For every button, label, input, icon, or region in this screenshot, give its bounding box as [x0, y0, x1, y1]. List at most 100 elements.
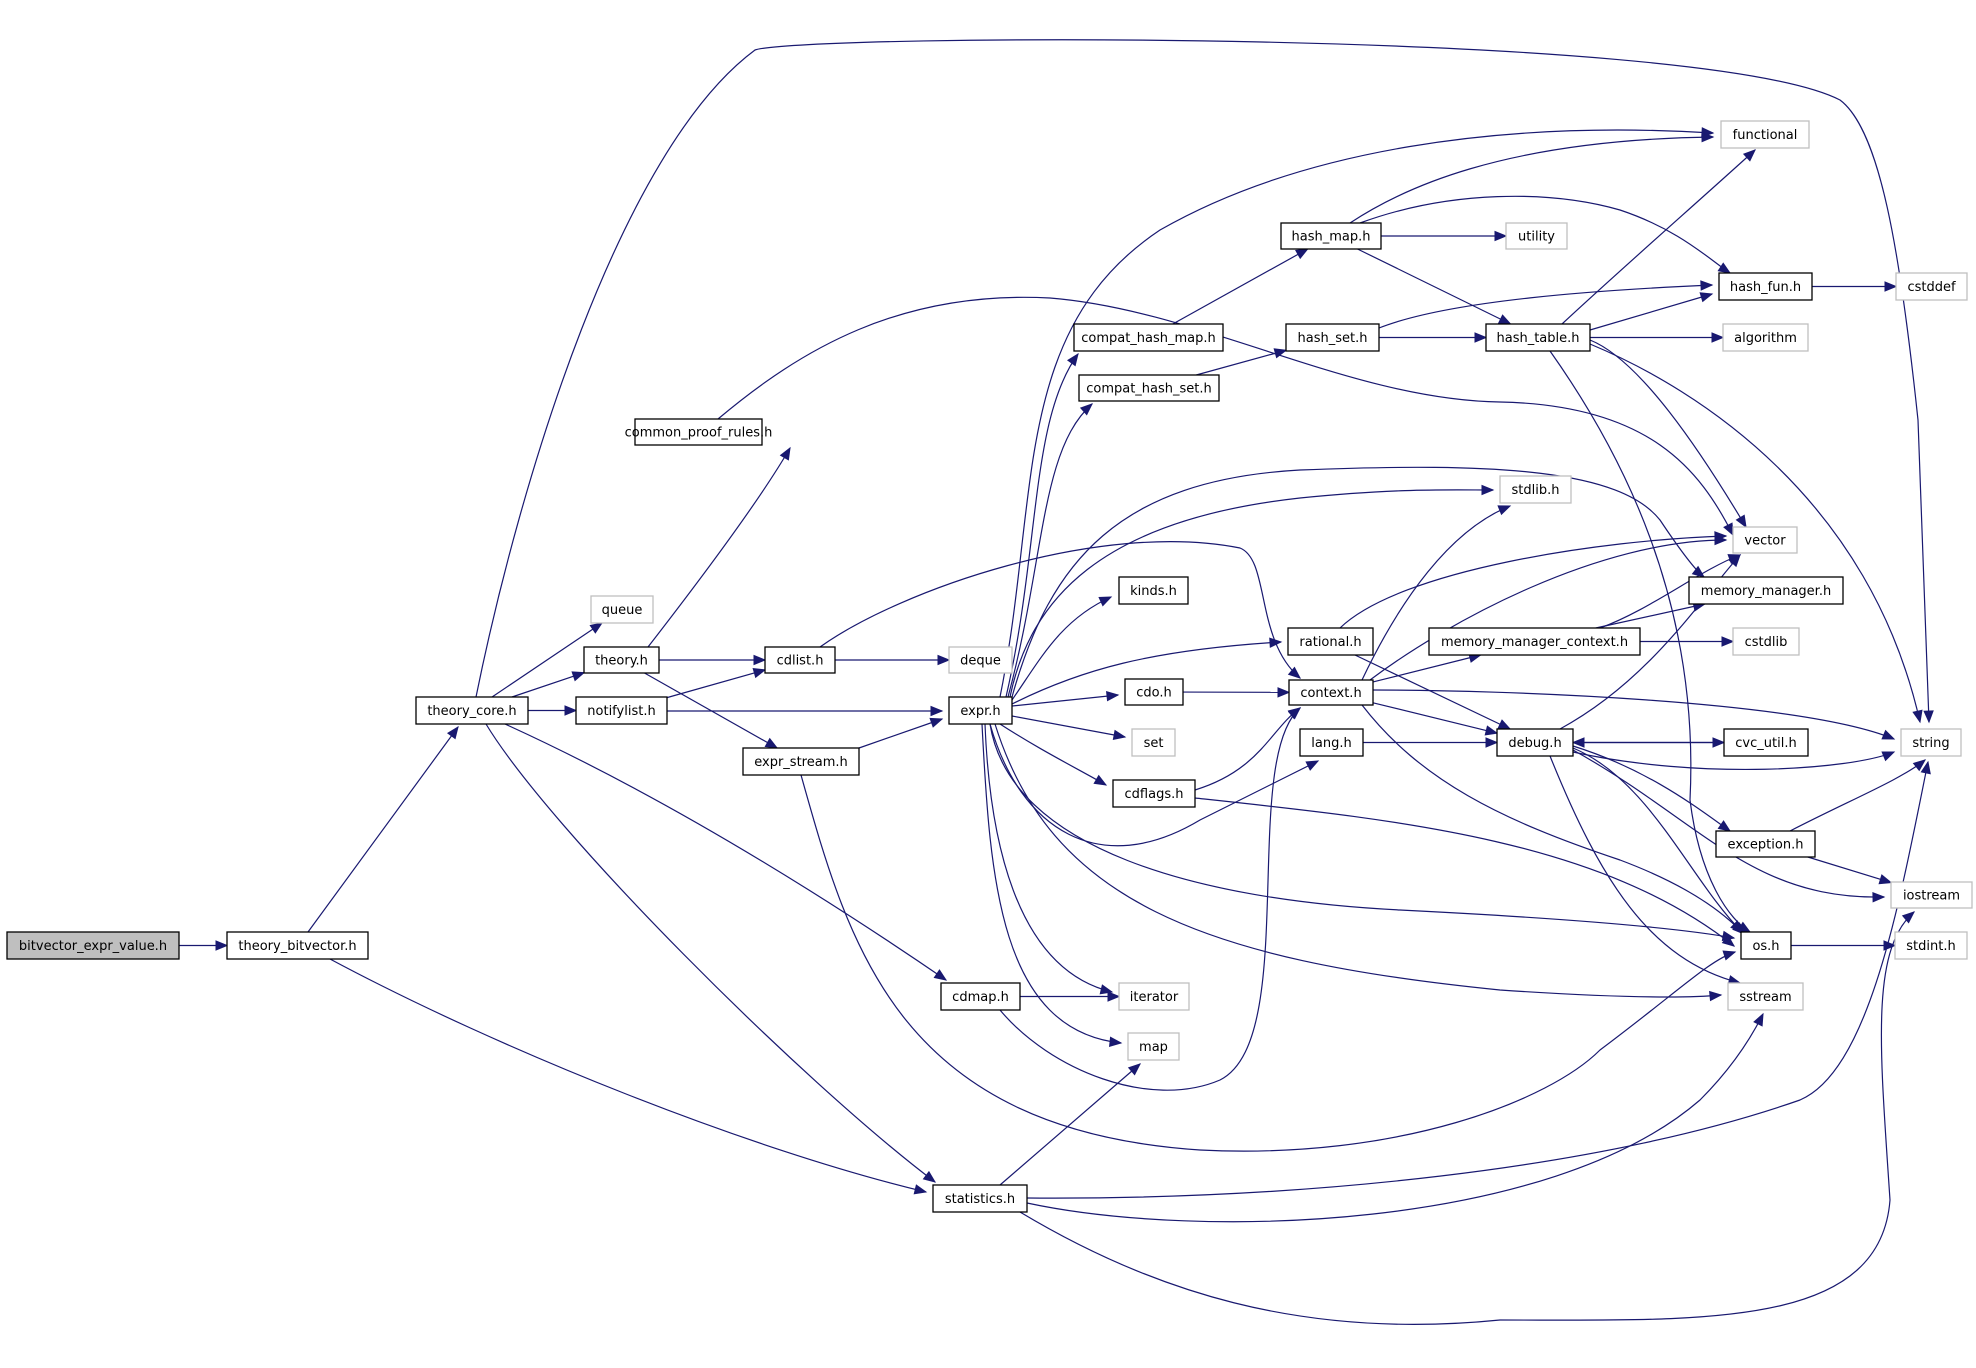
node-cvc-util[interactable]: cvc_util.h — [1723, 728, 1809, 757]
edge-statistics-to-map-line — [999, 1063, 1141, 1186]
node-label: stdlib.h — [1512, 483, 1560, 498]
node-hash-table[interactable]: hash_table.h — [1485, 323, 1591, 352]
edge-cdlist-to-context — [819, 541, 1302, 679]
edge-common-proof-rules-to-vector-arrowhead-icon — [1723, 522, 1734, 537]
edge-exception-to-string-arrowhead-icon — [1912, 759, 1927, 772]
node-box — [1890, 881, 1973, 909]
edge-theory-core-to-string — [475, 39, 1934, 724]
edge-os-to-stdint — [1791, 940, 1897, 951]
node-compat-hash-set[interactable]: compat_hash_set.h — [1078, 374, 1220, 402]
node-label: bitvector_expr_value.h — [19, 939, 167, 954]
edge-expr-to-sstream-arrowhead-icon — [1709, 990, 1723, 1002]
edge-hash-set-to-hash-fun-arrowhead-icon — [1700, 280, 1714, 291]
node-box — [764, 646, 836, 674]
edge-hash-set-to-hash-fun-line — [1378, 284, 1713, 329]
node-context[interactable]: context.h — [1288, 679, 1374, 706]
node-theory[interactable]: theory.h — [583, 646, 660, 674]
node-box — [1688, 576, 1844, 605]
node-set: set — [1131, 728, 1176, 757]
edge-hash-map-to-hash-fun-line — [1359, 195, 1731, 274]
edge-memory-manager-context-to-memory-manager — [1595, 601, 1707, 629]
node-box — [6, 931, 180, 960]
edge-expr-to-os-line — [989, 723, 1735, 939]
edge-expr-to-stdlib-line — [1009, 489, 1494, 698]
edge-cdmap-to-iterator — [1020, 991, 1121, 1002]
edge-lang-to-debug-arrowhead-icon — [1485, 737, 1499, 748]
node-theory-core[interactable]: theory_core.h — [415, 696, 529, 725]
node-box — [1740, 931, 1792, 960]
edge-hash-map-to-functional-line — [1349, 136, 1714, 224]
edge-statistics-to-sstream-arrowhead-icon — [1753, 1012, 1764, 1027]
node-stdint: stdint.h — [1894, 931, 1968, 960]
node-cdo[interactable]: cdo.h — [1124, 678, 1184, 706]
node-compat-hash-map[interactable]: compat_hash_map.h — [1073, 323, 1224, 352]
edge-statistics-to-string-line — [1026, 761, 1929, 1199]
edge-expr-to-map-line — [981, 723, 1122, 1044]
edge-expr-to-set-arrowhead-icon — [1112, 729, 1127, 741]
edge-theory-core-to-statistics-line — [485, 723, 936, 1183]
edge-cdflags-to-context-line — [1194, 707, 1301, 791]
node-bitvector-expr-value[interactable]: bitvector_expr_value.h — [6, 931, 180, 960]
node-theory-bitvector[interactable]: theory_bitvector.h — [226, 931, 369, 960]
node-lang[interactable]: lang.h — [1299, 728, 1364, 757]
node-hash-set[interactable]: hash_set.h — [1285, 323, 1380, 352]
node-label: kinds.h — [1130, 584, 1177, 599]
edge-expr-stream-to-os-line — [800, 774, 1736, 1152]
node-os[interactable]: os.h — [1740, 931, 1792, 960]
node-cdlist[interactable]: cdlist.h — [764, 646, 836, 674]
node-rational[interactable]: rational.h — [1287, 627, 1374, 656]
edge-theory-to-common-proof-rules-arrowhead-icon — [779, 446, 791, 461]
node-label: theory_core.h — [427, 704, 516, 719]
node-notifylist[interactable]: notifylist.h — [575, 696, 668, 725]
node-queue: queue — [590, 595, 654, 624]
edge-hash-map-to-hash-table-line — [1357, 248, 1511, 325]
edge-theory-to-cdlist-arrowhead-icon — [753, 654, 767, 666]
node-common-proof-rules[interactable]: common_proof_rules.h — [625, 418, 773, 446]
node-label: rational.h — [1299, 635, 1361, 650]
edge-notifylist-to-expr — [667, 705, 944, 717]
edge-bitvector-expr-value-to-theory-bitvector — [179, 940, 229, 951]
node-box — [1499, 475, 1572, 504]
edge-debug-to-vector-line — [1559, 554, 1741, 730]
node-hash-map[interactable]: hash_map.h — [1280, 222, 1382, 250]
node-cdflags[interactable]: cdflags.h — [1112, 779, 1196, 808]
edge-expr-to-stdlib — [1009, 484, 1495, 698]
node-memory-manager[interactable]: memory_manager.h — [1688, 576, 1844, 605]
node-exception[interactable]: exception.h — [1715, 830, 1816, 858]
node-hash-fun[interactable]: hash_fun.h — [1718, 272, 1813, 301]
edge-debug-to-vector — [1559, 554, 1741, 730]
edge-theory-bitvector-to-theory-core-line — [307, 726, 459, 933]
node-cdmap[interactable]: cdmap.h — [940, 982, 1021, 1011]
edge-theory-to-expr-stream-arrowhead-icon — [764, 737, 779, 749]
node-box — [1131, 728, 1176, 757]
edge-hash-map-to-hash-fun — [1359, 195, 1732, 274]
node-box — [1732, 526, 1798, 554]
node-memory-manager-context[interactable]: memory_manager_context.h — [1428, 627, 1641, 656]
edge-debug-to-os-line — [1572, 747, 1743, 933]
edge-hash-fun-to-cstddef — [1812, 281, 1898, 292]
edge-exception-to-string-line — [1789, 759, 1926, 832]
edge-expr-stream-to-os-arrowhead-icon — [1722, 950, 1737, 961]
edge-hash-table-to-vector — [1589, 339, 1747, 529]
edge-context-to-debug-line — [1372, 702, 1498, 734]
edge-context-to-vector-line — [1369, 539, 1727, 681]
edge-debug-to-exception — [1572, 745, 1732, 832]
edge-theory-to-cdlist — [659, 654, 767, 666]
node-statistics[interactable]: statistics.h — [932, 1184, 1028, 1213]
node-kinds[interactable]: kinds.h — [1118, 576, 1189, 605]
node-algorithm: algorithm — [1722, 323, 1809, 352]
node-box — [1078, 374, 1220, 402]
edge-theory-core-to-cdmap — [504, 723, 948, 981]
node-label: sstream — [1739, 990, 1791, 1005]
edge-expr-stream-to-os — [800, 774, 1737, 1152]
node-debug[interactable]: debug.h — [1496, 728, 1574, 757]
node-expr-stream[interactable]: expr_stream.h — [742, 747, 860, 776]
node-box — [583, 646, 660, 674]
edge-exception-to-string — [1789, 759, 1927, 832]
node-iostream: iostream — [1890, 881, 1973, 909]
node-expr[interactable]: expr.h — [948, 696, 1013, 725]
node-box — [634, 418, 763, 446]
edge-expr-to-cdflags — [999, 723, 1108, 786]
node-utility: utility — [1505, 222, 1568, 250]
edge-rational-to-debug-arrowhead-icon — [1497, 719, 1512, 730]
